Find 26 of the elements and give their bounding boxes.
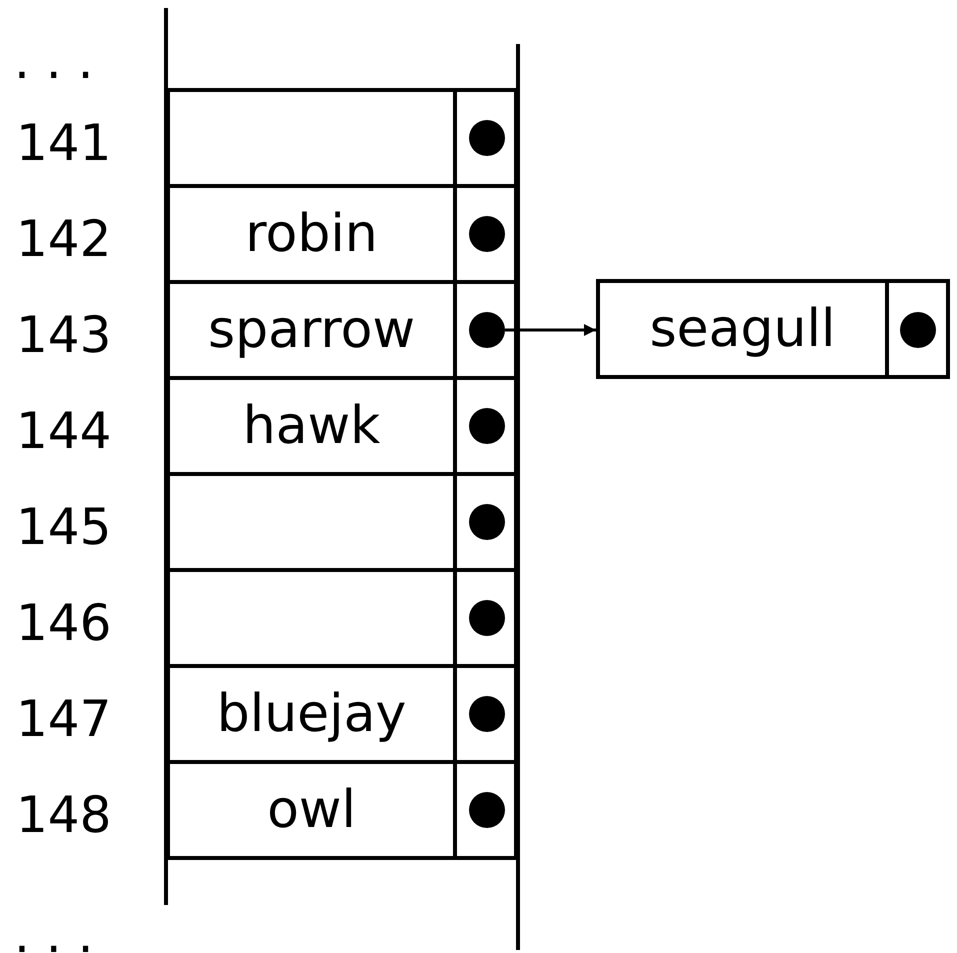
row-index: 144 xyxy=(16,406,112,456)
row-index: 143 xyxy=(16,310,112,360)
pointer-dot xyxy=(469,696,505,732)
row-index: 146 xyxy=(16,598,112,648)
cell-text: sparrow xyxy=(208,300,415,360)
row-index: 145 xyxy=(16,502,112,552)
cell-text: owl xyxy=(267,780,356,840)
ellipsis: . . . xyxy=(14,910,94,953)
row-index: 142 xyxy=(16,214,112,264)
cell-text: seagull xyxy=(650,299,836,359)
pointer-dot xyxy=(469,792,505,828)
pointer-dot xyxy=(469,312,505,348)
pointer-dot xyxy=(469,216,505,252)
row-index: 141 xyxy=(16,118,112,168)
cell-text: hawk xyxy=(242,396,380,456)
pointer-dot xyxy=(469,408,505,444)
cell-text: bluejay xyxy=(216,684,406,744)
arrow xyxy=(505,324,596,336)
pointer-dot xyxy=(469,600,505,636)
row-index: 147 xyxy=(16,694,112,744)
pointer-dot xyxy=(469,120,505,156)
pointer-dot xyxy=(469,504,505,540)
row-index: 148 xyxy=(16,790,112,840)
pointer-dot xyxy=(900,312,936,348)
cell-text: robin xyxy=(245,204,378,264)
ellipsis: . . . xyxy=(14,36,94,86)
